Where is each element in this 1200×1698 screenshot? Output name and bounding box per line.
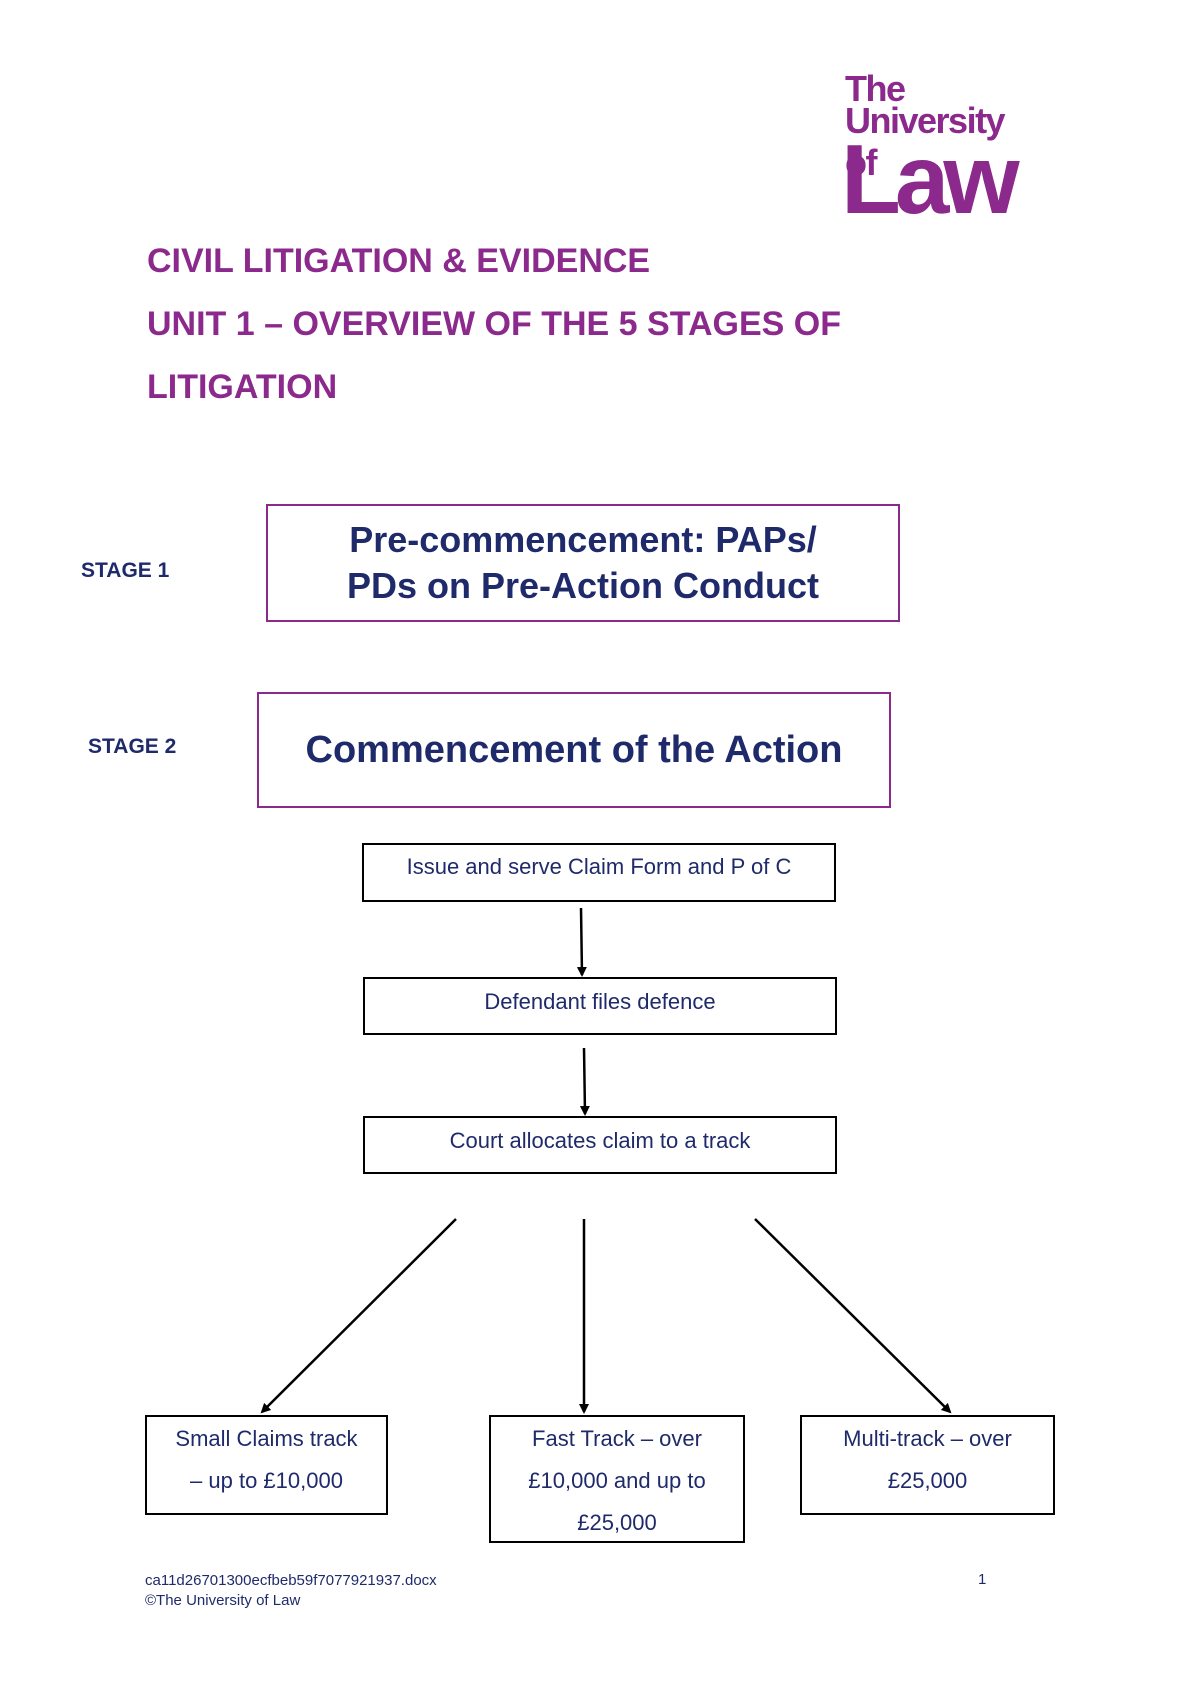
track-fast-line2: £10,000 and up to	[528, 1468, 706, 1493]
step-defendant-files-defence-text: Defendant files defence	[484, 989, 716, 1014]
stage-2-label: STAGE 2	[88, 735, 177, 758]
step-issue-serve-claim: Issue and serve Claim Form and P of C	[362, 843, 836, 902]
track-multi-line2: £25,000	[887, 1468, 968, 1493]
logo-line-university-of: University of	[845, 100, 1006, 183]
track-fast-line3: £25,000	[577, 1510, 657, 1535]
step-defendant-files-defence: Defendant files defence	[363, 977, 837, 1035]
footer: ca11d26701300ecfbeb59f7077921937.docx ©T…	[145, 1571, 437, 1611]
stage-2-box: Commencement of the Action	[257, 692, 891, 808]
logo-line-law: Law	[841, 124, 1020, 234]
footer-filename: ca11d26701300ecfbeb59f7077921937.docx	[145, 1572, 437, 1589]
stage-1-label: STAGE 1	[81, 559, 170, 582]
footer-copyright: ©The University of Law	[145, 1592, 301, 1609]
track-small-claims: Small Claims track – up to £10,000	[145, 1415, 388, 1515]
arrow-to-multi-track	[754, 1218, 952, 1414]
stage-1-box-line1: Pre-commencement: PAPs/	[349, 519, 817, 560]
arrow-claim-to-defence	[576, 907, 587, 977]
step-court-allocates-track: Court allocates claim to a track	[363, 1116, 837, 1174]
step-issue-serve-claim-text: Issue and serve Claim Form and P of C	[406, 854, 792, 879]
stage-1-box-line2: PDs on Pre-Action Conduct	[346, 565, 819, 606]
track-fast: Fast Track – over £10,000 and up to £25,…	[489, 1415, 745, 1543]
track-multi: Multi-track – over £25,000	[800, 1415, 1055, 1515]
page-number: 1	[978, 1571, 987, 1588]
logo-line-the: The	[845, 68, 906, 109]
document-title: CIVIL LITIGATION & EVIDENCE	[147, 242, 651, 280]
document-subtitle-line1: UNIT 1 – OVERVIEW OF THE 5 STAGES OF	[147, 305, 841, 343]
track-small-claims-line1: Small Claims track	[175, 1426, 358, 1451]
arrow-to-small-claims	[260, 1218, 457, 1414]
step-court-allocates-track-text: Court allocates claim to a track	[449, 1128, 751, 1153]
document-subtitle-line2: LITIGATION	[147, 368, 338, 406]
arrow-defence-to-allocation	[579, 1047, 590, 1116]
track-small-claims-line2: – up to £10,000	[190, 1468, 343, 1493]
stage-2-box-text: Commencement of the Action	[305, 728, 843, 771]
track-fast-line1: Fast Track – over	[532, 1426, 702, 1451]
stage-1-box: Pre-commencement: PAPs/ PDs on Pre-Actio…	[266, 504, 900, 622]
university-of-law-logo: The University of Law	[841, 68, 1025, 228]
track-multi-line1: Multi-track – over	[843, 1426, 1012, 1451]
